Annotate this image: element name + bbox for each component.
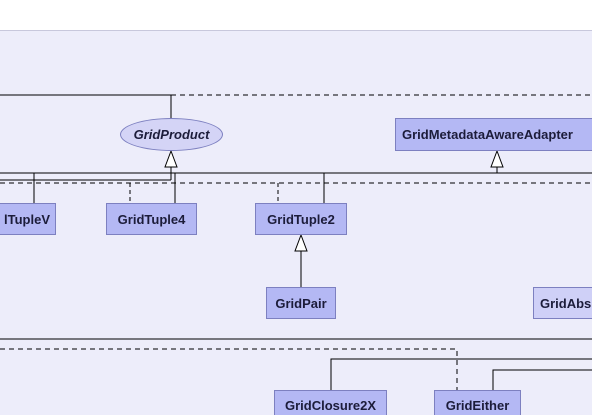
grid-tuple-v-class[interactable]: lTupleV: [0, 203, 56, 235]
grid-closure2x-label: GridClosure2X: [284, 397, 377, 413]
grid-closure2x-class[interactable]: GridClosure2X: [274, 390, 387, 415]
arrowhead-product: [164, 149, 178, 168]
grid-metadata-aware-adapter-label: GridMetadataAwareAdapter: [402, 127, 573, 142]
edge-closure-up: [330, 358, 592, 390]
grid-metadata-aware-adapter-class[interactable]: GridMetadataAwareAdapter: [395, 118, 592, 151]
grid-either-label: GridEither: [445, 397, 510, 413]
grid-tuple2-class[interactable]: GridTuple2: [255, 203, 347, 235]
edge-bottom-dashed: [0, 348, 458, 390]
grid-abs-label: GridAbs: [540, 295, 592, 311]
grid-either-class[interactable]: GridEither: [434, 390, 521, 415]
grid-product-label: GridProduct: [133, 127, 210, 142]
grid-pair-label: GridPair: [275, 295, 327, 311]
grid-product-interface[interactable]: GridProduct: [120, 118, 223, 151]
grid-tuple2-label: GridTuple2: [267, 211, 335, 227]
edge-either-right: [492, 369, 592, 390]
grid-tuple4-class[interactable]: GridTuple4: [106, 203, 197, 235]
grid-tuple4-label: GridTuple4: [117, 211, 186, 227]
edge-top-solid: [0, 94, 172, 122]
grid-abs-class[interactable]: GridAbs: [533, 287, 592, 319]
top-blank-area: [0, 0, 592, 31]
arrowhead-tuple2: [294, 233, 308, 252]
grid-pair-class[interactable]: GridPair: [266, 287, 336, 319]
arrowhead-adapter: [490, 149, 504, 168]
grid-tuple-v-label: lTupleV: [4, 211, 50, 227]
